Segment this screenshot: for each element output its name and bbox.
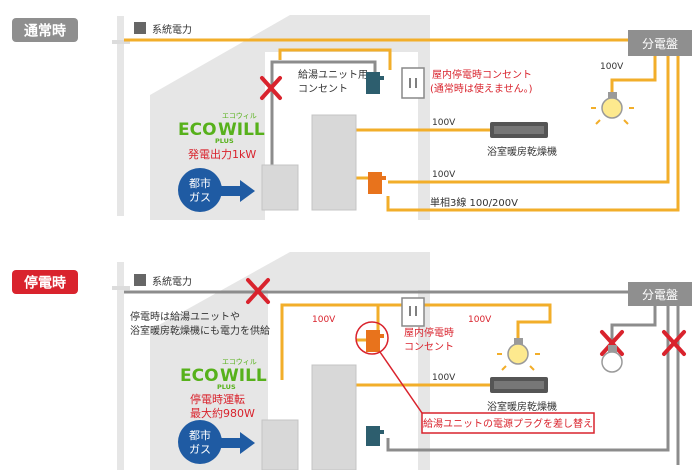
outlet-icon [401,67,425,99]
outage-note-1: 停電時は給湯ユニットや [130,310,240,323]
callout-box [421,412,595,434]
dryer-voltage: 100V [432,373,456,383]
outage-loop [280,303,552,380]
bulb-voltage: 100V [600,62,624,72]
svg-text:WILL: WILL [218,120,265,140]
svg-text:ECO: ECO [180,366,219,386]
right-voltage: 100V [468,315,492,325]
gas-label-2: ガス [189,443,211,456]
normal-operation-section: 通常時 系統電力 分電盤 100V [12,15,692,220]
plug-icon [368,172,386,194]
panel-label: 分電盤 [642,288,678,302]
pole-arm [112,286,130,290]
callout-leader [379,351,423,414]
grid-power-label: 系統電力 [152,275,192,288]
left-voltage: 100V [312,315,336,325]
dryer-voltage: 100V [432,118,456,128]
normal-badge [12,18,78,42]
pole-arm [112,40,130,44]
arrow-icon [178,420,255,464]
generator-unit [261,419,299,470]
grid-marker [134,274,146,286]
outage-output-2: 最大約980W [190,406,255,420]
normal-badge-label: 通常時 [24,23,66,40]
svg-text:PLUS: PLUS [215,137,234,145]
svg-text:ECO: ECO [178,120,217,140]
svg-text:エコウィル: エコウィル [222,358,257,366]
indoor-outlet-label-2: コンセント [404,341,454,353]
grid-power-label: 系統電力 [152,23,192,36]
utility-pole [117,262,124,470]
outage-badge-label: 停電時 [24,275,66,292]
outage-note-2: 浴室暖房乾燥機にも電力を供給 [130,324,270,337]
indoor-outlet-label-1: 屋内停電時 [404,326,454,339]
cross-mark-icon [260,76,282,100]
distribution-panel [628,282,692,306]
outage-operation-section: 停電時 系統電力 分電盤 [12,252,692,470]
cross-mark-icon [600,330,624,356]
plug-voltage: 100V [432,170,456,180]
grid-marker [134,22,146,34]
light-bulb-icon [591,92,634,125]
hw-outlet-label-2: コンセント [298,83,348,95]
panel-label: 分電盤 [642,37,678,51]
dryer-label: 浴室暖房乾燥機 [487,145,557,158]
bath-dryer-icon [490,122,548,138]
plug-icon [366,426,384,446]
svg-text:エコウィル: エコウィル [222,112,257,120]
outlet-feed [278,48,392,70]
cross-mark-icon [662,330,686,356]
generator-unit [261,164,299,211]
svg-text:PLUS: PLUS [217,383,236,391]
gas-label-1: 都市 [189,176,211,190]
light-bulb-icon [497,338,540,371]
outlet-icon [401,297,425,327]
callout-label: 給湯ユニットの電源プラグを差し替え [423,417,593,430]
arrow-icon [178,168,255,212]
hw-outlet-label-1: 給湯ユニット用 [298,68,368,81]
ecowill-logo: エコウィル ECO WILL PLUS [178,112,265,145]
outage-output-1: 停電時運転 [190,392,245,406]
hot-water-unit [311,114,357,211]
indoor-outlet-note: (通常時は使えません。) [430,82,533,95]
single-phase-label: 単相3線 100/200V [430,196,518,209]
indoor-outlet-label: 屋内停電時コンセント [432,68,532,81]
cross-mark-icon [246,278,270,304]
outage-badge [12,270,78,294]
gas-label-1: 都市 [189,428,211,442]
bulb-feed [610,55,657,95]
light-bulb-icon [601,345,623,373]
ecowill-logo: エコウィル ECO WILL PLUS [180,358,267,391]
main-feed [386,55,680,212]
utility-pole [117,16,124,216]
dryer-label: 浴室暖房乾燥機 [487,400,557,413]
bath-dryer-icon [490,377,548,393]
callout-circle [355,321,389,355]
bulb-feed-dead [610,305,657,345]
distribution-panel [628,30,692,56]
plug-icon [366,330,384,352]
panel-right-feed [388,55,670,184]
gas-label-2: ガス [189,191,211,204]
output-label: 発電出力1kW [188,147,256,161]
svg-text:WILL: WILL [220,366,267,386]
panel-feed-dead-1 [386,305,670,452]
hot-water-unit [311,364,357,470]
plug-icon [366,72,384,94]
